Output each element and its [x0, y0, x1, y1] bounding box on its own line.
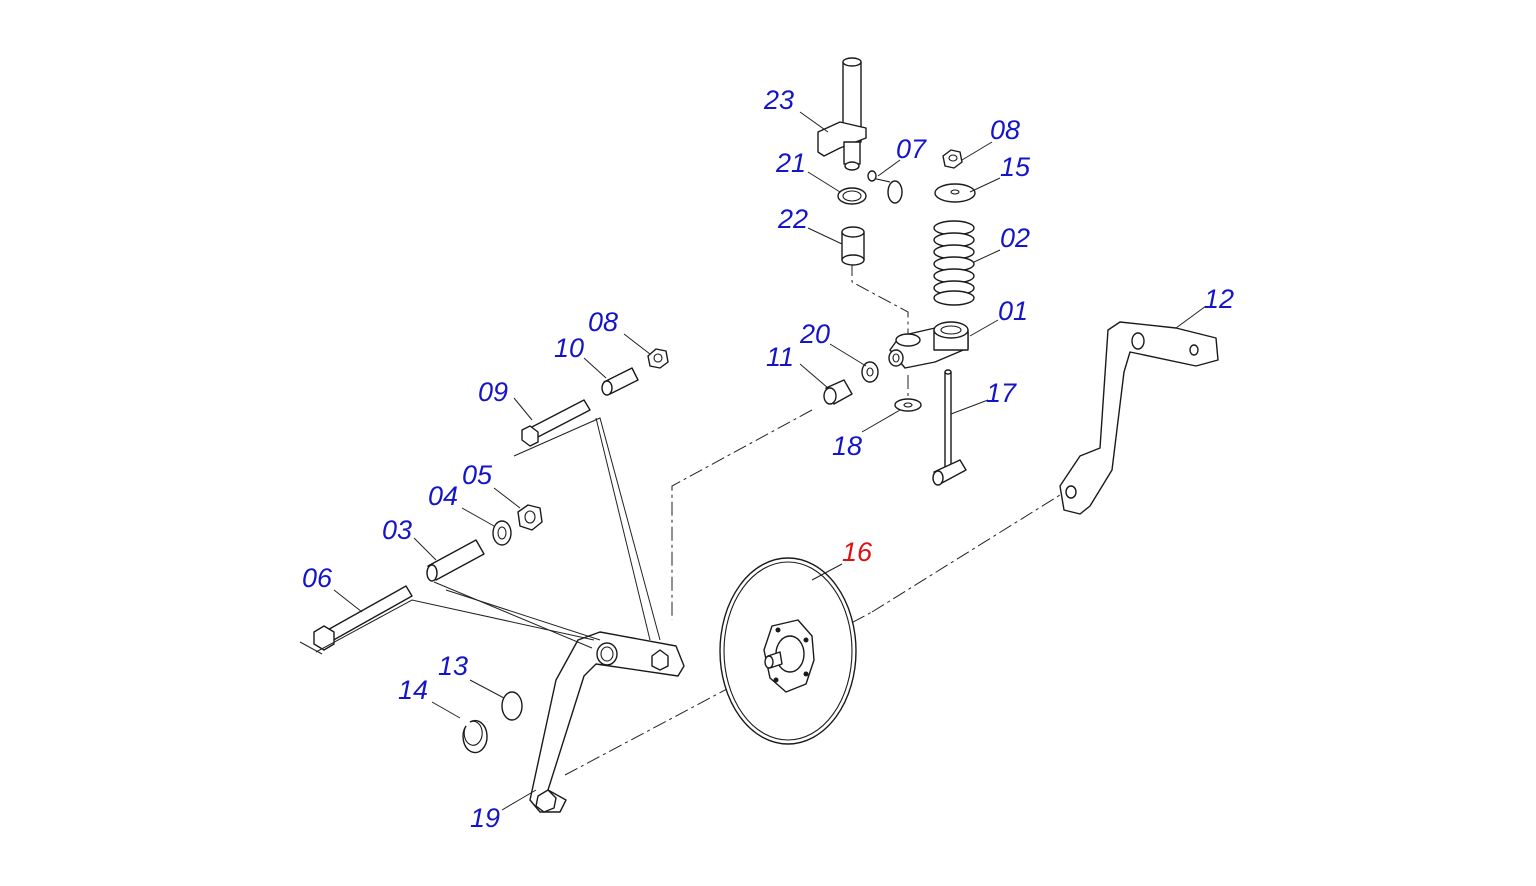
part-08-nut-left — [647, 348, 669, 369]
part-07-clip-pin — [867, 170, 903, 204]
part-04-washer — [492, 520, 512, 546]
part-02-spring — [933, 220, 975, 306]
label-14: 14 — [398, 675, 428, 705]
label-22: 22 — [777, 204, 808, 234]
part-19-arm-bracket — [529, 631, 685, 813]
label-23: 23 — [763, 85, 794, 115]
label-12: 12 — [1204, 284, 1234, 314]
part-17-t-bolt — [932, 369, 967, 486]
part-13-cap — [501, 691, 523, 721]
label-19: 19 — [470, 803, 500, 833]
label-17: 17 — [986, 378, 1017, 408]
part-03-sleeve — [426, 539, 485, 582]
label-06: 06 — [302, 563, 333, 593]
part-10-sleeve — [601, 367, 639, 396]
part-16-disc — [719, 557, 857, 745]
part-09-bolt — [521, 399, 591, 447]
part-01-swivel-body — [888, 321, 969, 369]
part-06-long-bolt — [313, 585, 413, 651]
part-15-spring-cap — [934, 183, 976, 203]
label-16: 16 — [842, 537, 873, 567]
label-08-top: 08 — [990, 115, 1020, 145]
label-05: 05 — [462, 460, 493, 490]
part-22-bushing — [841, 226, 865, 266]
part-12-right-arm — [1059, 321, 1219, 515]
label-01: 01 — [998, 296, 1028, 326]
label-02: 02 — [1000, 223, 1030, 253]
part-18-washer — [894, 398, 922, 412]
label-04: 04 — [428, 481, 458, 511]
label-10: 10 — [554, 333, 584, 363]
part-11-bushing — [823, 379, 853, 405]
part-labels: 23 21 07 22 08 15 02 01 12 17 18 20 11 0… — [302, 85, 1234, 833]
label-09: 09 — [478, 377, 508, 407]
label-15: 15 — [1000, 152, 1031, 182]
label-08-left: 08 — [588, 307, 618, 337]
part-20-washer — [861, 361, 879, 383]
label-20: 20 — [799, 319, 830, 349]
assembly-axes — [564, 262, 1061, 776]
leader-lines — [299, 111, 1207, 811]
part-23-handle-pin — [817, 57, 867, 171]
part-08-nut-top — [942, 149, 963, 169]
label-07: 07 — [896, 134, 927, 164]
label-13: 13 — [438, 651, 468, 681]
label-11: 11 — [766, 342, 794, 372]
part-21-ring — [837, 187, 867, 205]
label-03: 03 — [382, 515, 412, 545]
label-18: 18 — [832, 431, 862, 461]
label-21: 21 — [775, 148, 806, 178]
part-14-circlip — [462, 719, 488, 754]
part-05-nut — [517, 504, 543, 531]
